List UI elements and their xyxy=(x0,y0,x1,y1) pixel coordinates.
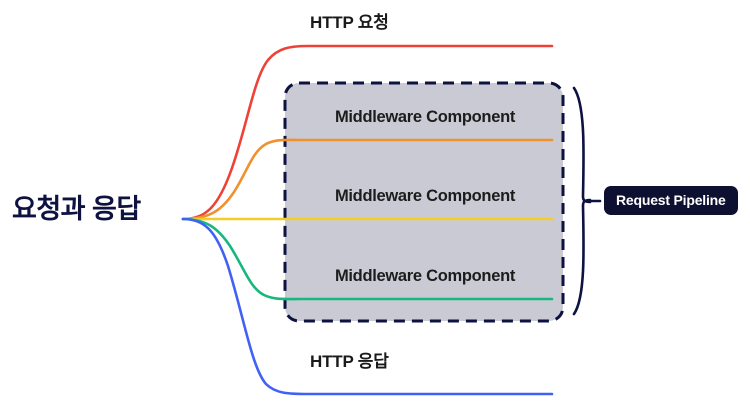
pipeline-box xyxy=(283,81,565,323)
http-response-line xyxy=(181,217,554,396)
middleware-component-label: Middleware Component xyxy=(334,187,516,205)
http-request-label: HTTP 요청 xyxy=(310,13,389,32)
middleware-component-label: Middleware Component xyxy=(334,267,516,285)
request-and-response-title: 요청과 응답 xyxy=(12,194,141,224)
middleware-3-line xyxy=(181,217,554,301)
request-pipeline-badge: Request Pipeline xyxy=(604,186,738,215)
middleware-component-label: Middleware Component xyxy=(334,108,516,126)
pipeline-bracket xyxy=(572,86,592,204)
http-request-line xyxy=(181,44,554,221)
pipeline-bracket-lower xyxy=(572,198,592,316)
middleware-1-line xyxy=(181,138,554,221)
http-response-label: HTTP 응답 xyxy=(310,352,389,371)
